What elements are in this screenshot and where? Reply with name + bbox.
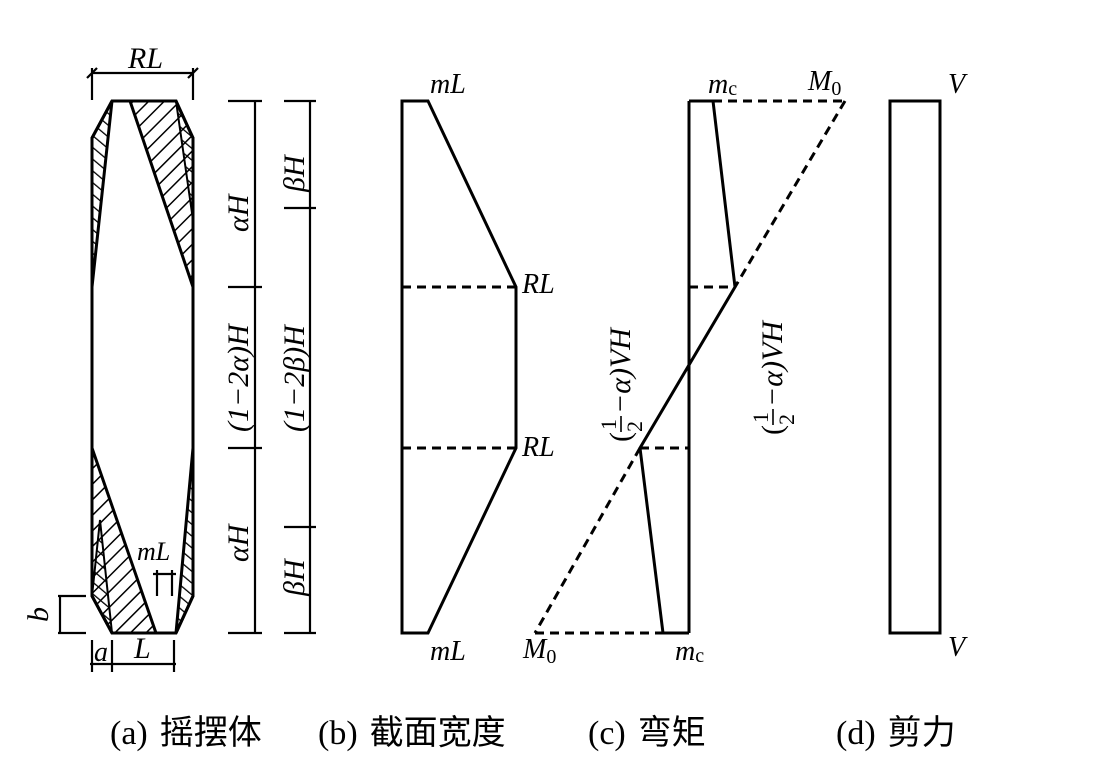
label-beta-mid: (1−2β)H — [278, 323, 311, 432]
moment-tail: −α)VH — [756, 319, 789, 407]
panel-c-bending-moment: mc M0 M0 mc ( 1 2 −α)VH ( 1 2 −α)VH — [522, 66, 847, 668]
rocking-body-outline — [90, 99, 195, 635]
moment-tail: −α)VH — [604, 326, 637, 414]
frac-num: 1 — [748, 412, 773, 423]
dash-top-slope — [733, 100, 847, 288]
caption-b: (b)截面宽度 — [318, 714, 506, 752]
label-ml-small: mL — [137, 537, 170, 566]
label-alpha-h-top: αH — [222, 192, 255, 232]
dash-bottom-slope — [533, 447, 642, 634]
label-beta-h-bottom: βH — [278, 557, 311, 597]
paren: ( — [756, 425, 789, 435]
label-rl-upper: RL — [521, 269, 555, 300]
panel-d-shear: V V — [888, 69, 968, 663]
label-ml-top: mL — [430, 69, 466, 100]
label-moment-right: ( 1 2 −α)VH — [748, 319, 799, 435]
label-mc-top: mc — [708, 69, 737, 100]
section-width-outline — [400, 99, 518, 635]
frac-num: 1 — [596, 419, 621, 430]
frac-den: 2 — [622, 421, 647, 432]
caption-c: (c)弯矩 — [588, 714, 706, 752]
label-a: a — [94, 637, 108, 668]
label-mc-bottom: mc — [675, 636, 704, 667]
label-rl-top: RL — [127, 42, 163, 75]
panel-a-rocking-body: RL αH (1−2α)H αH βH (1−2β)H βH b a L — [22, 42, 316, 672]
caption-a: (a)摇摆体 — [110, 714, 262, 752]
tick — [86, 67, 98, 79]
captions: (a)摇摆体 (b)截面宽度 (c)弯矩 (d)剪力 — [110, 714, 956, 752]
shear-diagram — [888, 99, 942, 635]
label-alpha-h-bottom: αH — [222, 522, 255, 562]
tick — [187, 67, 199, 79]
label-alpha-mid: (1−2α)H — [222, 322, 255, 432]
label-ml-bottom: mL — [430, 636, 466, 667]
frac-den: 2 — [774, 414, 799, 425]
label-v-top: V — [948, 69, 968, 100]
label-moment-left: ( 1 2 −α)VH — [596, 326, 647, 442]
panel-b-section-width: mL RL RL mL — [400, 69, 555, 667]
label-beta-h-top: βH — [278, 153, 311, 193]
label-v-bottom: V — [948, 632, 968, 663]
label-m0-bottom: M0 — [522, 634, 556, 668]
label-m0-top: M0 — [807, 66, 841, 100]
label-rl-lower: RL — [521, 432, 555, 463]
paren: ( — [604, 432, 637, 442]
moment-diagram — [638, 99, 737, 635]
label-b: b — [22, 607, 55, 622]
caption-d: (d)剪力 — [836, 714, 956, 752]
label-l: L — [133, 632, 151, 665]
hatch-top-left-sliver — [90, 100, 114, 288]
hatch-bottom-right-sliver — [174, 447, 195, 634]
